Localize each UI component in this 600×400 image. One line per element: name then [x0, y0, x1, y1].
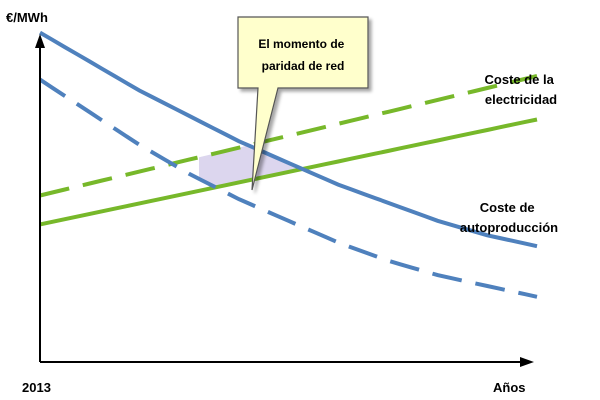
- series-label-autoproduction: Coste de autoproducción: [460, 200, 558, 235]
- y-axis-arrow: [35, 34, 45, 48]
- callout-text: El momento de paridad de red: [258, 37, 347, 73]
- y-axis: [35, 34, 45, 362]
- x-axis-label: Años: [493, 380, 526, 395]
- callout-bubble: [237, 16, 369, 191]
- series-electricity-solid-line: [39, 117, 538, 227]
- x-start-tick-label: 2013: [22, 380, 51, 395]
- series-label-electricity: Coste de la electricidad: [485, 72, 558, 107]
- x-axis: [40, 357, 534, 367]
- x-axis-arrow: [520, 357, 534, 367]
- series-electricity-dashed-line: [39, 74, 538, 198]
- series-autoproduction-dashed-line: [38, 77, 538, 299]
- y-axis-label: €/MWh: [6, 10, 48, 25]
- series-autoproduction-solid-line: [38, 30, 538, 249]
- parity-callout: El momento de paridad de red: [237, 16, 369, 191]
